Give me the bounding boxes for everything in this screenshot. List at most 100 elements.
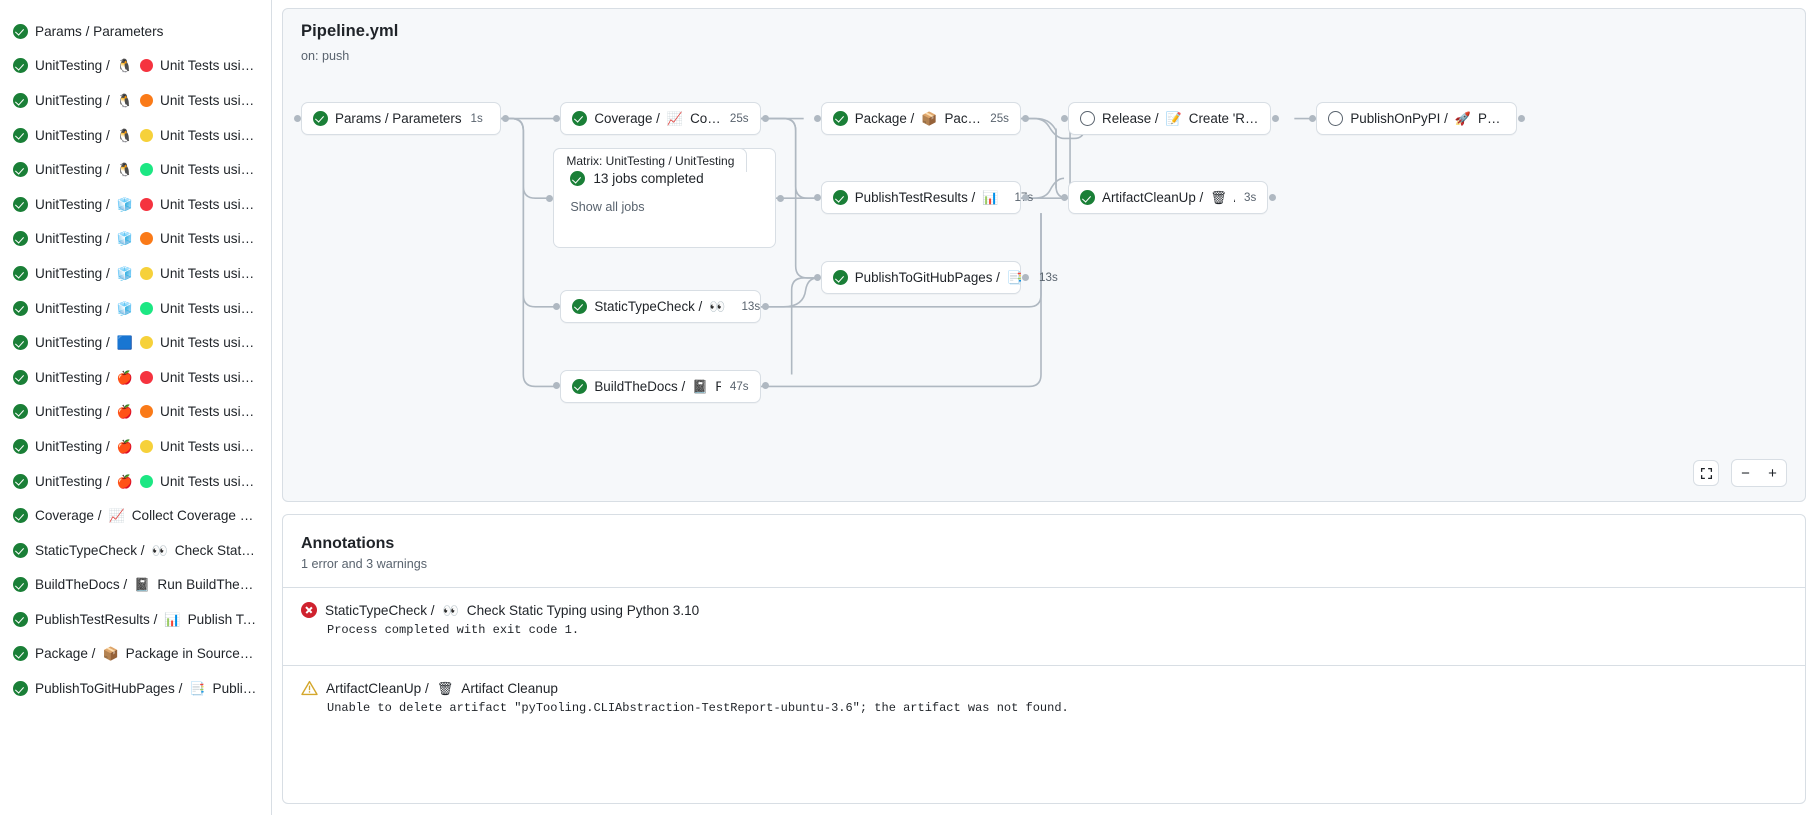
node-connector-pin (553, 302, 561, 310)
python-version-dot-icon (140, 439, 153, 453)
success-check-icon (1080, 190, 1096, 206)
node-connector-pin (1061, 194, 1069, 202)
annotation-header: ArtifactCleanUp / 🗑Artifact Cleanup (301, 680, 1787, 696)
sidebar-job-item[interactable]: PublishTestResults / 📊Publish Test Resu.… (6, 602, 265, 637)
graph-node-pypi[interactable]: PublishOnPyPI / 🚀Publish to ... (1316, 101, 1517, 135)
sidebar-job-item[interactable]: UnitTesting / 🍎Unit Tests using Pyth... (6, 395, 265, 430)
sidebar-job-label: Unit Tests using Pyth... (160, 92, 257, 108)
sidebar-job-label: Unit Tests using Pyth... (160, 162, 257, 178)
annotations-list: StaticTypeCheck / 👀Check Static Typing u… (283, 587, 1805, 729)
node-connector-pin (813, 114, 821, 122)
graph-node-title: Coverage / (594, 110, 660, 126)
workflow-trigger: on: push (301, 49, 350, 63)
success-check-icon (13, 577, 28, 593)
job-platform-icon: 🐧 (116, 127, 133, 143)
graph-node-builddocs[interactable]: BuildTheDocs / 📓Run Buil...47s (560, 369, 761, 403)
python-version-dot-icon (140, 370, 153, 384)
success-check-icon (13, 231, 28, 247)
graph-node-duration: 13s (1039, 270, 1058, 284)
python-version-dot-icon (140, 197, 153, 211)
job-platform-icon: 🧊 (116, 265, 133, 281)
fullscreen-icon[interactable] (1693, 460, 1719, 486)
sidebar-job-item[interactable]: UnitTesting / 🧊Unit Tests using Pyth... (6, 291, 265, 326)
graph-node-step: Collect Cove... (690, 110, 721, 126)
success-check-icon (572, 298, 588, 314)
sidebar-job-label: Collect Coverage Data usi... (131, 508, 257, 524)
sidebar-job-item[interactable]: Params / Parameters (6, 14, 265, 49)
zoom-controls[interactable]: − + (1731, 459, 1787, 487)
python-version-dot-icon (140, 336, 153, 350)
pending-circle-icon (1328, 110, 1344, 126)
sidebar-job-item[interactable]: UnitTesting / 🐧 Unit Tests using Pyth... (6, 152, 265, 187)
node-connector-pin (813, 194, 821, 202)
graph-node-step: Artifac... (1234, 190, 1235, 205)
graph-node-coverage[interactable]: Coverage / 📈Collect Cove...25s (560, 101, 761, 135)
graph-node-testresults[interactable]: PublishTestResults / 📊Pu...17s (820, 181, 1033, 215)
node-connector-pin (553, 382, 561, 390)
page-title: Pipeline.yml (301, 22, 399, 40)
zoom-in-button[interactable]: + (1768, 464, 1777, 482)
node-connector-pin (1021, 114, 1029, 122)
sidebar-job-label: Unit Tests using Pyth... (160, 196, 257, 212)
annotation-message: Unable to delete artifact "pyTooling.CLI… (327, 701, 1069, 715)
node-connector-pin (1021, 194, 1029, 202)
sidebar-job-item[interactable]: PublishToGitHubPages / 📑Publish to G... (6, 671, 265, 706)
sidebar-job-label: Unit Tests using Pyth... (160, 438, 257, 454)
graph-node-artifact[interactable]: ArtifactCleanUp / 🗑Artifac...3s (1068, 181, 1269, 215)
job-platform-icon: 🍎 (116, 369, 133, 385)
job-platform-icon: 📈 (108, 508, 125, 524)
sidebar-job-item[interactable]: Coverage / 📈Collect Coverage Data usi... (6, 498, 265, 533)
sidebar-job-name: BuildTheDocs / (35, 577, 128, 593)
error-icon (301, 602, 317, 618)
python-version-dot-icon (140, 93, 153, 107)
graph-node-release[interactable]: Release / 📝Create 'Release P... (1068, 101, 1272, 135)
sidebar-job-label: Check Static Typing... (174, 542, 257, 558)
matrix-tab-label: Matrix: UnitTesting / UnitTesting (553, 148, 748, 173)
sidebar-job-item[interactable]: UnitTesting / 🐧Unit Tests using Pyth... (6, 118, 265, 153)
annotation-step-icon: 🗑 (436, 680, 454, 696)
sidebar-job-item[interactable]: StaticTypeCheck / 👀Check Static Typing..… (6, 533, 265, 568)
node-connector-pin (761, 382, 769, 390)
sidebar-job-item[interactable]: BuildTheDocs / 📓Run BuildTheDocs (6, 568, 265, 603)
python-version-dot-icon (140, 474, 153, 488)
sidebar-job-name: UnitTesting / (35, 162, 110, 178)
job-platform-icon: 🐧 (116, 162, 133, 178)
graph-controls[interactable]: − + (1693, 459, 1787, 487)
node-connector-pin (1061, 114, 1069, 122)
sidebar-job-item[interactable]: UnitTesting / 🍎Unit Tests using Pyth... (6, 360, 265, 395)
node-connector-pin (813, 273, 821, 281)
sidebar-job-label: Unit Tests using Pyth... (160, 335, 257, 351)
sidebar-job-item[interactable]: UnitTesting / 🧊Unit Tests using Pyth... (6, 187, 265, 222)
sidebar-job-item[interactable]: UnitTesting / 🟦Unit Tests using Pyth... (6, 325, 265, 360)
annotation-job-name: StaticTypeCheck / (325, 602, 435, 618)
sidebar-job-label: Publish to G... (212, 681, 257, 697)
job-platform-icon: 🟦 (116, 335, 133, 351)
sidebar-job-item[interactable]: UnitTesting / 🧊Unit Tests using Pyth... (6, 222, 265, 257)
graph-node-duration: 25s (990, 111, 1009, 125)
sidebar-job-name: UnitTesting / (35, 196, 110, 212)
sidebar-job-item[interactable]: UnitTesting / 🍎Unit Tests using Pyth... (6, 429, 265, 464)
success-check-icon (13, 162, 28, 178)
workflow-graph-card[interactable]: Pipeline.yml on: push (282, 8, 1806, 502)
sidebar-job-item[interactable]: Package / 📦Package in Source and Wh... (6, 637, 265, 672)
success-check-icon (13, 23, 28, 39)
sidebar-job-item[interactable]: UnitTesting / 🐧Unit Tests using Pyth... (6, 49, 265, 84)
node-connector-pin (761, 114, 769, 122)
sidebar-job-item[interactable]: UnitTesting / 🐧Unit Tests using Pyth... (6, 83, 265, 118)
graph-node-statictype[interactable]: StaticTypeCheck / 👀Chec...13s (560, 289, 761, 323)
sidebar-job-name: UnitTesting / (35, 265, 110, 281)
show-all-jobs-link[interactable]: Show all jobs (570, 200, 645, 215)
graph-node-ghpages[interactable]: PublishToGitHubPages / 📑...13s (820, 260, 1058, 294)
sidebar-job-item[interactable]: UnitTesting / 🧊Unit Tests using Pyth... (6, 256, 265, 291)
graph-node-package[interactable]: Package / 📦Package in So...25s (820, 101, 1021, 135)
job-platform-icon: 🧊 (116, 300, 133, 316)
graph-node-duration: 1s (470, 111, 483, 125)
node-connector-pin (1272, 114, 1280, 122)
annotation-job-name: ArtifactCleanUp / (326, 680, 429, 696)
sidebar-job-item[interactable]: UnitTesting / 🍎Unit Tests using Pyth... (6, 464, 265, 499)
sidebar-job-label: Run BuildTheDocs (157, 577, 257, 593)
zoom-out-button[interactable]: − (1741, 464, 1750, 482)
